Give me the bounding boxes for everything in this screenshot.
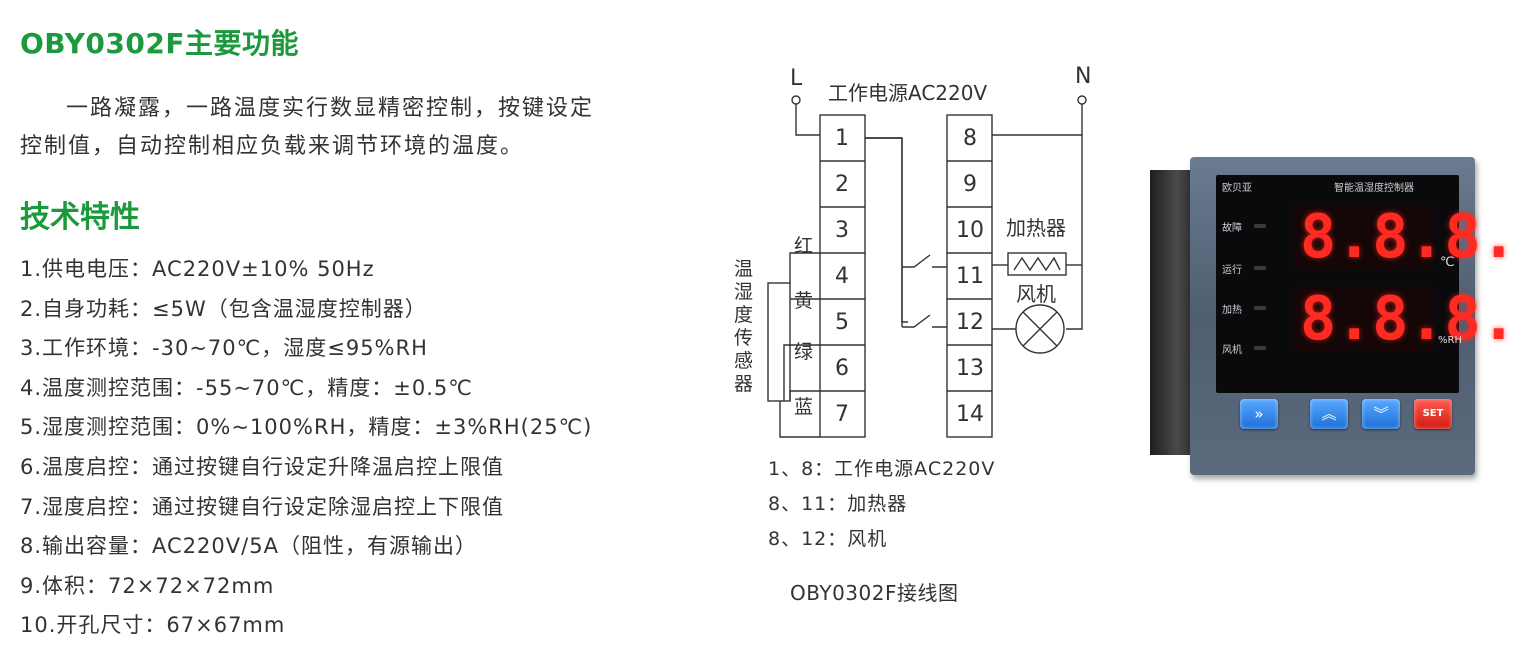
up-button[interactable]: ︽ — [1310, 399, 1348, 429]
fan-cross — [1022, 311, 1058, 347]
indicator-heat-label: 加热 — [1222, 305, 1242, 316]
terminal-7: 7 — [835, 402, 849, 427]
spec-item: 5.湿度测控范围：0%~100%RH，精度：±3%RH(25℃) — [20, 415, 593, 440]
device-side-housing — [1150, 170, 1195, 455]
right-terminal-block — [946, 114, 993, 438]
diagram-caption: OBY0302F接线图 — [790, 581, 959, 605]
display-temperature-digits: 8.8.8. — [1300, 202, 1517, 272]
display-humidity-digits: 8.8.8. — [1300, 284, 1517, 354]
unit-rh: %RH — [1438, 335, 1462, 346]
label-L: L — [790, 66, 803, 91]
wire-color-yellow: 黄 — [794, 290, 813, 312]
terminal-3: 3 — [835, 218, 849, 243]
spec-item: 8.输出容量：AC220V/5A（阻性，有源输出） — [20, 534, 477, 559]
indicator-fan-led — [1254, 346, 1266, 350]
internal-wire-common — [865, 137, 903, 327]
heater-label: 加热器 — [1006, 216, 1066, 240]
device-display-face: 欧贝亚 智能温湿度控制器 故障 运行 加热 风机 8.8.8. ℃ 8.8.8.… — [1216, 175, 1517, 393]
sensor-char: 湿 — [734, 281, 753, 303]
heater-symbol — [1007, 252, 1067, 276]
terminal-6: 6 — [835, 356, 849, 381]
terminal-9: 9 — [963, 172, 977, 197]
wire-L — [795, 104, 820, 136]
terminal-1: 1 — [835, 126, 849, 151]
intro-line-2: 控制值，自动控制相应负载来调节环境的温度。 — [20, 134, 525, 159]
legend-item: 1、8：工作电源AC220V — [768, 458, 996, 480]
intro-line-1: 一路凝露，一路温度实行数显精密控制，按键设定 — [66, 96, 595, 121]
device-brand: 欧贝亚 — [1222, 183, 1252, 194]
spec-item: 1.供电电压：AC220V±10% 50Hz — [20, 257, 375, 281]
shift-button[interactable]: » — [1240, 399, 1278, 429]
spec-item: 7.湿度启控：通过按键自行设定除湿启控上下限值 — [20, 494, 505, 519]
legend-item: 8、12：风机 — [768, 528, 888, 550]
relay-contact-fan — [902, 314, 947, 328]
indicator-fault-label: 故障 — [1222, 223, 1242, 234]
left-terminal-dividers — [820, 160, 865, 392]
terminal-L-dot — [791, 95, 801, 105]
controller-device-image: 欧贝亚 智能温湿度控制器 故障 运行 加热 风机 8.8.8. ℃ 8.8.8.… — [1150, 135, 1517, 491]
terminal-5: 5 — [835, 310, 849, 335]
indicator-fan-label: 风机 — [1222, 345, 1242, 356]
terminal-11: 11 — [956, 264, 984, 289]
indicator-fault-led — [1254, 224, 1266, 228]
display-humidity: 8.8.8. — [1294, 287, 1517, 351]
sensor-char: 温 — [734, 258, 753, 280]
wire-N-fan — [1066, 135, 1083, 330]
terminal-2: 2 — [835, 172, 849, 197]
sensor-char: 器 — [734, 373, 753, 395]
indicator-heat-led — [1254, 306, 1266, 310]
sensor-char: 度 — [734, 304, 753, 326]
fan-symbol — [1015, 304, 1065, 354]
unit-celsius: ℃ — [1440, 255, 1455, 270]
spec-item: 4.温度测控范围：-55~70℃，精度：±0.5℃ — [20, 375, 473, 400]
spec-item: 10.开孔尺寸：67×67mm — [20, 613, 286, 638]
wire-color-red: 红 — [794, 235, 813, 257]
spec-item: 3.工作环境：-30~70℃，湿度≤95%RH — [20, 336, 428, 361]
terminal-N-dot — [1077, 95, 1087, 105]
device-model-name: 智能温湿度控制器 — [1334, 183, 1414, 194]
intro-paragraph: 一路凝露，一路温度实行数显精密控制，按键设定 控制值，自动控制相应负载来调节环境… — [20, 90, 710, 166]
fan-label: 风机 — [1016, 282, 1056, 306]
indicator-run-led — [1254, 266, 1266, 270]
indicator-run-label: 运行 — [1222, 265, 1242, 276]
spec-item: 9.体积：72×72×72mm — [20, 573, 275, 598]
wire-color-blue: 蓝 — [794, 396, 813, 418]
left-terminal-block — [819, 114, 866, 438]
wire-color-green: 绿 — [794, 341, 813, 363]
display-temperature: 8.8.8. — [1294, 205, 1517, 269]
wiring-diagram: L N 工作电源AC220V 1 2 3 4 5 6 7 8 9 10 11 1… — [734, 64, 1091, 438]
sensor-char: 传 — [734, 327, 753, 349]
heater-zigzag — [1013, 256, 1061, 272]
terminal-4: 4 — [835, 264, 849, 289]
relay-contact-heater — [902, 254, 947, 268]
down-button[interactable]: ︾ — [1362, 399, 1400, 429]
sensor-wires — [779, 252, 820, 438]
terminal-8: 8 — [963, 126, 977, 151]
set-button[interactable]: SET — [1414, 399, 1452, 429]
terminal-10: 10 — [956, 218, 984, 243]
sensor-char: 感 — [734, 350, 753, 372]
spec-item: 2.自身功耗：≤5W（包含温湿度控制器） — [20, 296, 427, 321]
wiring-legend: 1、8：工作电源AC220V 8、11：加热器 8、12：风机 — [768, 452, 995, 557]
power-label: 工作电源AC220V — [828, 81, 987, 105]
section-title-main-functions: OBY0302F主要功能 — [20, 27, 299, 60]
spec-item: 6.温度启控：通过按键自行设定升降温启控上限值 — [20, 454, 505, 479]
terminal-14: 14 — [956, 402, 984, 427]
legend-item: 8、11：加热器 — [768, 493, 908, 515]
label-N: N — [1075, 64, 1091, 89]
terminal-12: 12 — [956, 310, 984, 335]
wire-N-top — [992, 104, 1083, 136]
spec-list: 1.供电电压：AC220V±10% 50Hz 2.自身功耗：≤5W（包含温湿度控… — [20, 250, 592, 646]
right-terminal-dividers — [947, 160, 992, 392]
sensor-box — [767, 282, 791, 402]
terminal-13: 13 — [956, 356, 984, 381]
section-title-tech-specs: 技术特性 — [20, 200, 140, 235]
